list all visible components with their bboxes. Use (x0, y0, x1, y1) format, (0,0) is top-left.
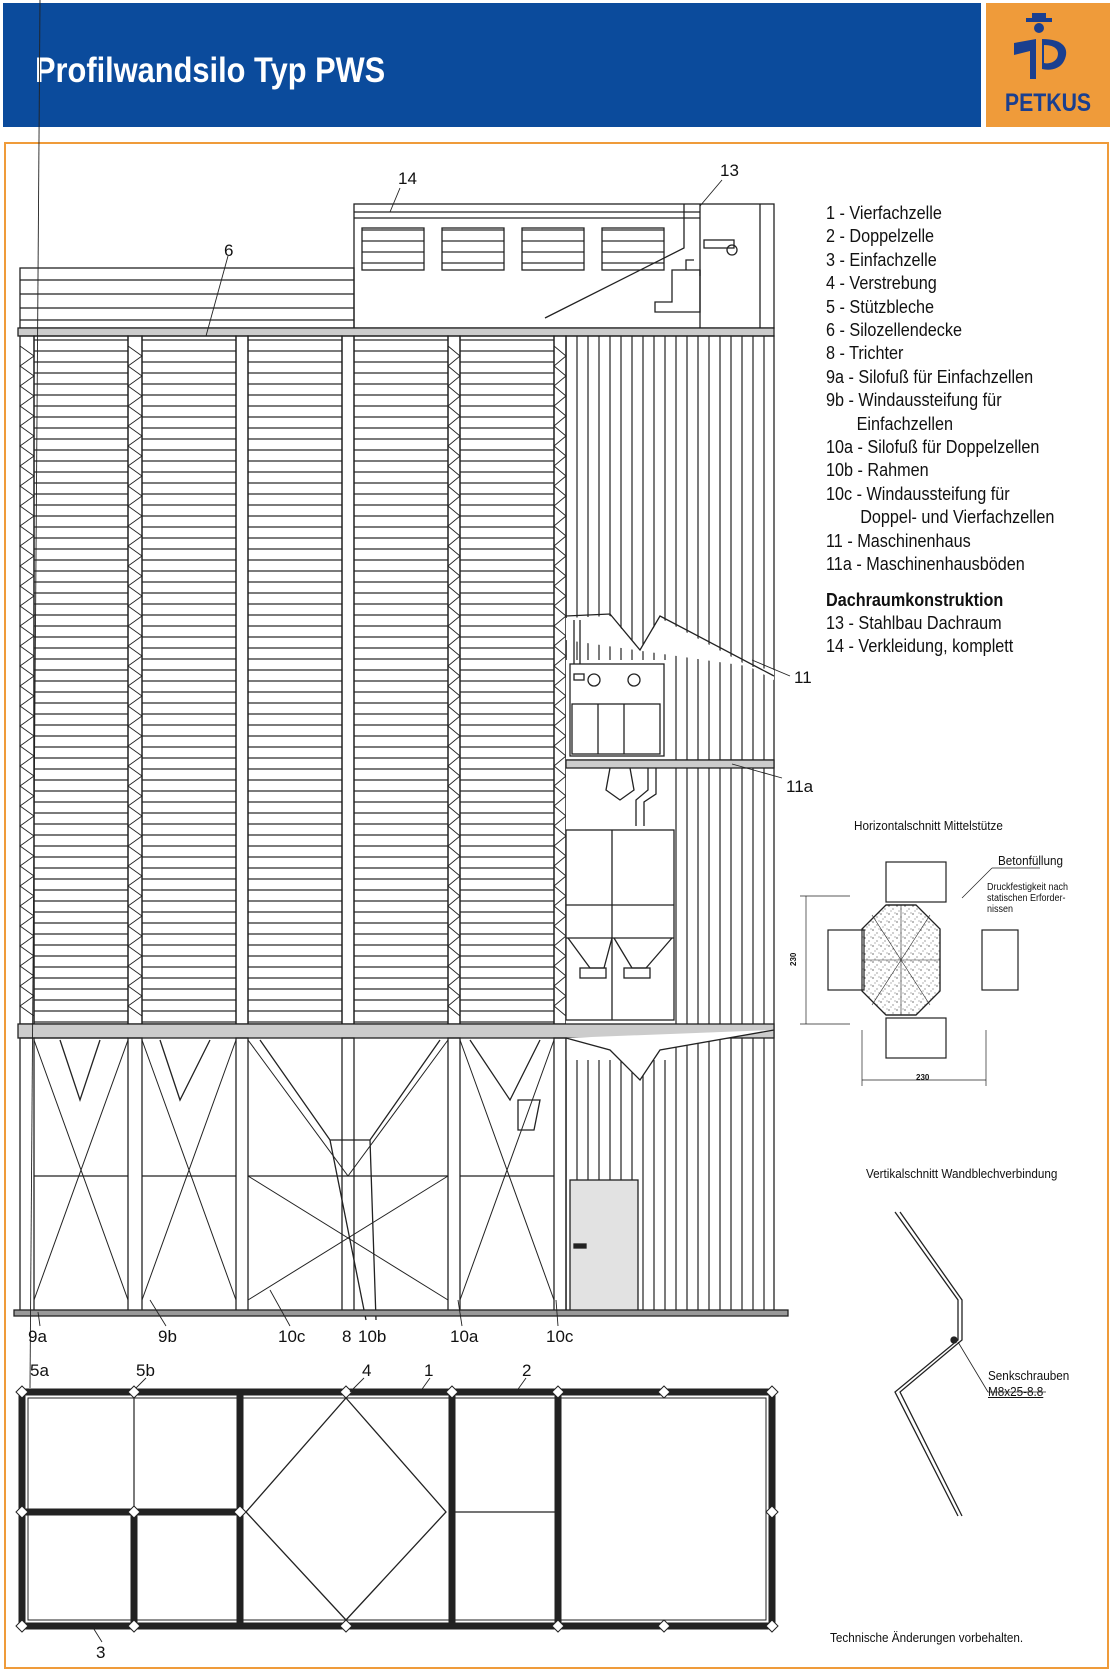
callout-10a: 10a (450, 1327, 479, 1346)
legend-item: 2 - Doppelzelle (826, 226, 935, 247)
legend-item-continued: Doppel- und Vierfachzellen (860, 507, 1055, 528)
legend-item: 4 - Verstrebung (826, 273, 937, 294)
silo-ceiling-beam (17, 327, 775, 337)
horizontal-section-caption: Horizontalschnitt Mittelstütze (854, 818, 1003, 833)
vertical-section-caption: Vertikalschnitt Wandblechverbindung (866, 1166, 1058, 1181)
callout-11a: 11a (786, 777, 814, 796)
page-title: Profilwandsilo Typ PWS (35, 51, 386, 90)
callout-3: 3 (96, 1643, 105, 1662)
legend-item: 9b - Windaussteifung für (826, 390, 1002, 411)
legend-item: 1 - Vierfachzelle (826, 203, 942, 223)
legend-item: 14 - Verkleidung, komplett (826, 636, 1014, 657)
footer-note: Technische Änderungen vorbehalten. (830, 1630, 1024, 1645)
legend-item: 5 - Stützbleche (826, 296, 935, 317)
drawing-frame (4, 142, 1109, 1669)
callout-6: 6 (224, 241, 233, 260)
legend-item: 3 - Einfachzelle (826, 249, 937, 270)
silo-foot-beam (17, 1023, 775, 1039)
callout-leaders (37, 179, 791, 1327)
callout-5a: 5a (30, 1361, 49, 1380)
silo-cells (19, 335, 567, 1025)
logo-figure-icon (1014, 13, 1067, 79)
legend: 1 - Vierfachzelle 2 - Doppelzelle 3 - Ei… (826, 202, 1069, 659)
legend-item-continued: Einfachzellen (856, 413, 953, 434)
legend-heading: Dachraumkonstruktion (826, 589, 1004, 610)
logo-text: PETKUS (1004, 89, 1092, 117)
machine-house (565, 335, 775, 1315)
callout-14: 14 (398, 169, 417, 188)
legend-item: 9a - Silofuß für Einfachzellen (826, 366, 1034, 387)
left-roof-deck (19, 267, 355, 329)
legend-item: 10a - Silofuß für Doppelzellen (826, 437, 1040, 458)
machine-house-break-line (565, 1029, 775, 1082)
silo-plan-view (15, 0, 779, 1643)
wall-plate-section (894, 1211, 1046, 1517)
callout-labels: 14 13 6 11 11a 9a 9b 10c 8 10b 10a 10c 5… (28, 161, 814, 1662)
legend-item: 11 - Maschinenhaus (826, 530, 971, 551)
strength-note: Druckfestigkeit nach statischen Erforder… (987, 882, 1069, 915)
callout-2: 2 (522, 1361, 531, 1380)
callout-10b: 10b (358, 1327, 386, 1346)
callout-10c-left: 10c (278, 1327, 306, 1346)
concrete-fill-label: Betonfüllung (998, 853, 1064, 868)
column-horizontal-section (800, 861, 1040, 1086)
callout-5b: 5b (136, 1361, 155, 1380)
silo-base-frame (13, 1037, 789, 1321)
dimension-horizontal: 230 (916, 1073, 930, 1082)
petkus-logo: PETKUS (986, 3, 1110, 127)
legend-item: 8 - Trichter (826, 343, 904, 364)
callout-13: 13 (720, 161, 739, 180)
dimension-vertical: 230 (789, 952, 798, 966)
roof-cladding (353, 203, 775, 329)
legend-item: 11a - Maschinenhausböden (826, 554, 1025, 575)
callout-8: 8 (342, 1327, 351, 1346)
callout-9b: 9b (158, 1327, 177, 1346)
callout-10c-right: 10c (546, 1327, 574, 1346)
legend-item: 6 - Silozellendecke (826, 320, 962, 341)
legend-item: 13 - Stahlbau Dachraum (826, 612, 1002, 633)
callout-4: 4 (362, 1361, 371, 1380)
callout-1: 1 (424, 1361, 433, 1380)
legend-item: 10c - Windaussteifung für (826, 483, 1010, 504)
screws-label: Senkschrauben M8x25-8.8 (988, 1368, 1070, 1399)
header-bar: Profilwandsilo Typ PWS (3, 3, 981, 127)
callout-11: 11 (794, 668, 812, 687)
dimension-labels: 230 230 (789, 952, 930, 1082)
legend-item: 10b - Rahmen (826, 460, 929, 481)
callout-9a: 9a (28, 1327, 47, 1346)
